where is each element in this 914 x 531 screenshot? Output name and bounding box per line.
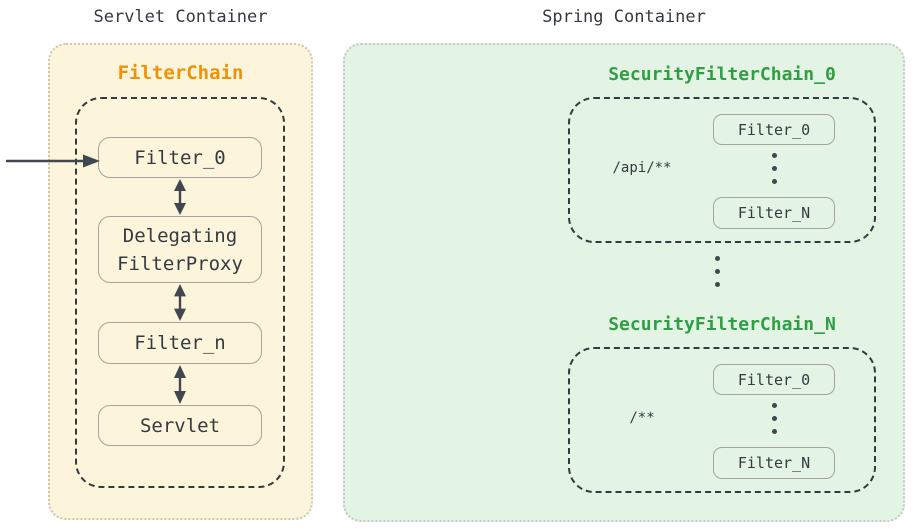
security-filter-chain-label: SecurityFilterChain_0 xyxy=(608,64,836,85)
bidirectional-arrow-icon xyxy=(171,284,189,321)
filter-node-filtern: Filter_N xyxy=(713,447,835,479)
url-pattern-label: /api/** xyxy=(612,160,672,176)
dot xyxy=(771,153,777,158)
servlet-node-label: Servlet xyxy=(139,414,221,437)
spring-container xyxy=(343,43,905,522)
incoming-request-arrow-icon xyxy=(5,152,100,170)
filter-node-filter0: Filter_0 xyxy=(98,137,262,178)
dot xyxy=(714,256,720,261)
dot xyxy=(771,403,777,408)
filter-node-label: Filter_0 xyxy=(134,146,226,169)
filter-node-filter0: Filter_0 xyxy=(713,364,835,395)
filterchain-label: FilterChain xyxy=(117,62,244,84)
ellipsis-dots-icon xyxy=(768,153,780,184)
dot xyxy=(714,282,720,287)
filter-node-label-line1: Delegating xyxy=(122,224,238,247)
filter-node-filter0: Filter_0 xyxy=(713,114,835,145)
filter-node-label: Filter_n xyxy=(134,332,226,354)
security-filter-chain-boundary xyxy=(568,347,876,493)
filter-node-label: Filter_N xyxy=(737,204,811,222)
filterchain-boundary xyxy=(75,97,285,488)
filter-node-label: Filter_N xyxy=(737,454,811,472)
security-filter-chain-0: SecurityFilterChain_0 /api/** Filter_0 F… xyxy=(568,63,876,244)
bidirectional-arrow-icon xyxy=(171,365,189,404)
filter-node-filtern: Filter_n xyxy=(98,322,262,364)
security-filter-chain-n: SecurityFilterChain_N /** Filter_0 Filte… xyxy=(568,313,876,494)
dot xyxy=(714,269,720,274)
ellipsis-dots-icon xyxy=(768,403,780,434)
filter-node-label: Filter_0 xyxy=(737,370,811,389)
filter-node-delegating-filter-proxy: Delegating FilterProxy xyxy=(98,216,262,283)
filter-node-label: Filter_0 xyxy=(737,120,811,139)
spring-container-title: Spring Container xyxy=(542,7,706,27)
url-pattern-label: /** xyxy=(629,410,655,426)
security-filter-chain-boundary xyxy=(568,97,876,243)
dot xyxy=(771,416,777,421)
servlet-container-title: Servlet Container xyxy=(93,7,268,27)
dot xyxy=(771,429,777,434)
bidirectional-arrow-icon xyxy=(171,179,189,215)
ellipsis-dots-icon xyxy=(711,256,723,287)
security-filter-chain-label: SecurityFilterChain_N xyxy=(608,314,836,335)
filter-node-filtern: Filter_N xyxy=(713,197,835,229)
dot xyxy=(771,179,777,184)
servlet-node: Servlet xyxy=(98,405,262,446)
filter-node-label-line2: FilterProxy xyxy=(117,252,243,275)
dot xyxy=(771,166,777,171)
